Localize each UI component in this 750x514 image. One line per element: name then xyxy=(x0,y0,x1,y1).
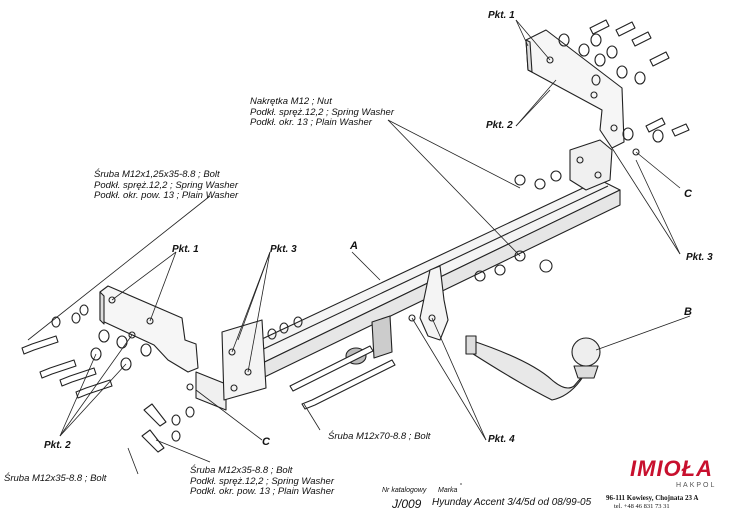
bolt-left-line-2: Podkł. spręż.12,2 ; Spring Washer xyxy=(94,179,238,191)
catalog-number-label: Nr katalogowy xyxy=(382,487,427,494)
right-side-bracket xyxy=(525,29,640,191)
ball-mount-plate xyxy=(408,265,449,341)
bolts-bottom-group xyxy=(141,403,195,453)
nut-spec-line-1: Nakrętka M12 ; Nut xyxy=(250,96,332,107)
part-c-right-label: C xyxy=(684,188,692,200)
bolt-m12x70 xyxy=(289,345,396,410)
pkt1-top-label: Pkt. 1 xyxy=(488,10,515,21)
company-logo-sub: HAKPOL xyxy=(676,482,717,489)
part-b-label: B xyxy=(684,306,692,318)
pkt3-mid-label: Pkt. 3 xyxy=(270,244,297,255)
pkt2-left-label: Pkt. 2 xyxy=(44,440,71,451)
part-c-left-label: C xyxy=(262,436,270,448)
bolts-mid-group xyxy=(267,316,303,340)
main-crossbar-tube xyxy=(227,179,621,386)
pkt2-top-label: Pkt. 2 xyxy=(486,120,513,131)
part-a-label: A xyxy=(350,240,358,252)
nuts-mid-group xyxy=(474,170,562,282)
left-side-bracket xyxy=(99,285,227,411)
bolt-left-line-3: Podkł. okr. pow. 13 ; Plain Washer xyxy=(94,190,239,201)
nut-spec-block: Nakrętka M12 ; Nut Podkł. spręż.12,2 ; S… xyxy=(250,96,394,129)
middle-bracket xyxy=(221,319,267,401)
brand-label: Marka xyxy=(438,487,458,494)
bolts-left-group xyxy=(21,304,152,399)
bolt-spec-block-bottom: Śruba M12x35-8.8 ; Bolt Podkł. spręż.12,… xyxy=(190,465,335,498)
bolt-m12x70-label: Śruba M12x70-8.8 ; Bolt xyxy=(328,431,431,442)
nut-spec-line-2: Podkł. spręż.12,2 ; Spring Washer xyxy=(250,106,394,118)
pkt3-right-label: Pkt. 3 xyxy=(686,252,713,263)
bolt-bottom-line-2: Podkł. spręż.12,2 ; Spring Washer xyxy=(190,475,334,487)
company-logo: IMIOŁA xyxy=(630,456,713,481)
bolts-top-right-group xyxy=(558,19,690,143)
bolt-spec-block-left: Śruba M12x1,25x35-8.8 ; Bolt Podkł. sprę… xyxy=(94,169,239,202)
bolt-left-line-1: Śruba M12x1,25x35-8.8 ; Bolt xyxy=(94,169,220,180)
pkt4-label: Pkt. 4 xyxy=(488,434,515,445)
tow-ball-arm xyxy=(465,335,601,401)
nut-spec-line-3: Podkł. okr. 13 ; Plain Washer xyxy=(250,117,372,128)
catalog-number-value: J/009 xyxy=(392,497,422,511)
company-phone: tel. +48 46 831 73 31 xyxy=(614,503,670,510)
bolt-bottom-line-3: Podkł. okr. pow. 13 ; Plain Washer xyxy=(190,486,335,497)
pkt1-left-label: Pkt. 1 xyxy=(172,244,199,255)
bolt-bottom-line-1: Śruba M12x35-8.8 ; Bolt xyxy=(190,465,293,476)
leader-lines xyxy=(27,19,691,485)
vehicle-model: Hyunday Accent 3/4/5d od 08/99-05 xyxy=(432,497,592,508)
bolt-m12x35-label: Śruba M12x35-8.8 ; Bolt xyxy=(4,473,107,484)
company-address: 96-111 Kowiesy, Chojnata 23 A xyxy=(606,494,699,502)
